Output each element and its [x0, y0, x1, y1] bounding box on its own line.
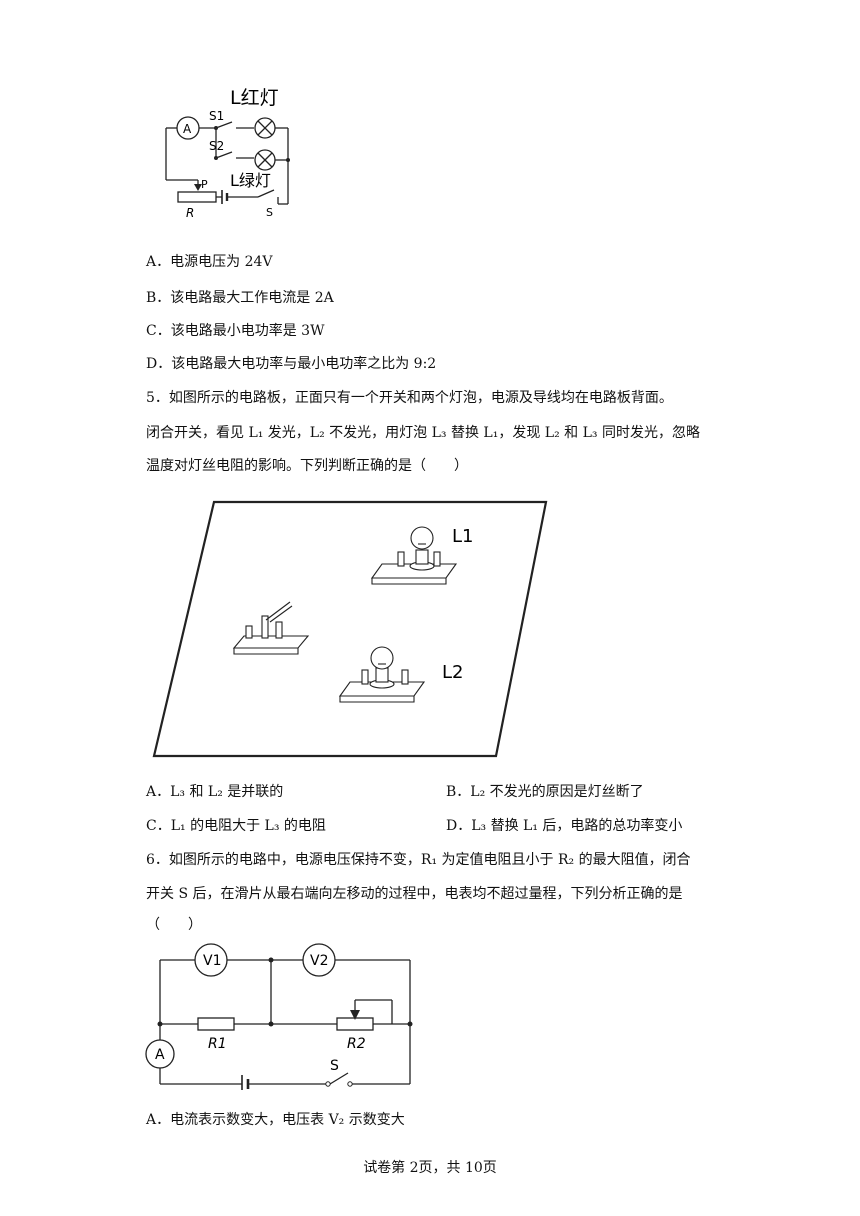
q5-option-b[interactable]: B．L₂ 不发光的原因是灯丝断了	[446, 782, 644, 802]
option-letter: D．	[446, 818, 472, 834]
option-text: 电源电压为 24V	[170, 254, 273, 270]
switch-label: S	[330, 1058, 339, 1074]
switch-s1-label: S1	[209, 109, 224, 123]
ammeter-label: A	[183, 122, 192, 136]
option-letter: B．	[446, 784, 471, 800]
lamp-l1-label: L1	[452, 526, 473, 547]
lamp-l2-label: L2	[442, 662, 463, 683]
rheostat-r2-label: R2	[347, 1036, 366, 1052]
q5-option-a[interactable]: A．L₃ 和 L₂ 是并联的	[146, 782, 283, 802]
q4-option-d[interactable]: D．该电路最大电功率与最小电功率之比为 9:2	[146, 354, 436, 374]
q5-stem-line-2: 闭合开关，看见 L₁ 发光，L₂ 不发光，用灯泡 L₃ 替换 L₁，发现 L₂ …	[146, 425, 700, 441]
resistor-r1-symbol	[197, 1017, 235, 1031]
lamp-l2	[338, 646, 426, 703]
circuit-board-figure: L1 L2	[152, 500, 548, 758]
q6-stem-line-3: （ ）	[146, 917, 202, 933]
q4-option-c[interactable]: C．该电路最小电功率是 3W	[146, 321, 324, 341]
knife-switch	[232, 601, 310, 655]
voltmeter-v2-label: V2	[310, 953, 328, 969]
q5-stem-line-1: 5．如图所示的电路板，正面只有一个开关和两个灯泡，电源及导线均在电路板背面。	[146, 390, 673, 406]
q5-option-c[interactable]: C．L₁ 的电阻大于 L₃ 的电阻	[146, 816, 326, 836]
green-lamp-label: L绿灯	[230, 171, 271, 190]
circuit-figure-lamps: A S1 S2 L红灯 L绿灯 P R S	[165, 87, 290, 220]
resistor-r1-label: R1	[208, 1036, 227, 1052]
option-text: 该电路最大电功率与最小电功率之比为 9:2	[171, 356, 437, 372]
main-switch-label: S	[266, 206, 273, 219]
option-letter: A．	[146, 1112, 171, 1128]
option-letter: A．	[146, 784, 171, 800]
circuit-board	[152, 500, 548, 758]
option-letter: A．	[146, 254, 171, 270]
option-letter: C．	[146, 818, 171, 834]
option-letter: B．	[146, 290, 171, 306]
lamp-l1	[370, 526, 458, 585]
q5-option-d[interactable]: D．L₃ 替换 L₁ 后，电路的总功率变小	[446, 816, 682, 836]
option-text: L₁ 的电阻大于 L₃ 的电阻	[170, 818, 326, 834]
red-lamp-label: L红灯	[230, 87, 279, 109]
page-footer: 试卷第 2页，共 10页	[363, 1160, 497, 1176]
slider-label: P	[201, 178, 208, 191]
option-text: L₃ 和 L₂ 是并联的	[170, 784, 284, 800]
option-text: 该电路最大工作电流是 2A	[170, 290, 334, 306]
q4-option-a[interactable]: A．电源电压为 24V	[146, 252, 273, 272]
rheostat-symbol	[177, 191, 217, 203]
q6-stem-line-1: 6．如图所示的电路中，电源电压保持不变，R₁ 为定值电阻且小于 R₂ 的最大阻值…	[146, 852, 691, 868]
q4-option-b[interactable]: B．该电路最大工作电流是 2A	[146, 288, 334, 308]
option-letter: D．	[146, 356, 172, 372]
option-text: 该电路最小电功率是 3W	[170, 323, 325, 339]
switch-s2-label: S2	[209, 139, 224, 153]
rheostat-label: R	[186, 206, 194, 220]
q6-option-a[interactable]: A．电流表示数变大，电压表 V₂ 示数变大	[146, 1110, 405, 1130]
ammeter-label: A	[155, 1047, 165, 1063]
q6-stem-line-2: 开关 S 后，在滑片从最右端向左移动的过程中，电表均不超过量程，下列分析正确的是	[146, 886, 683, 902]
voltmeter-v1-label: V1	[203, 953, 221, 969]
option-letter: C．	[146, 323, 171, 339]
q5-stem-line-3: 温度对灯丝电阻的影响。下列判断正确的是（ ）	[146, 458, 468, 474]
circuit-figure-voltmeters: V1 V2 R1 R2 A S	[145, 943, 413, 1090]
option-text: L₃ 替换 L₁ 后，电路的总功率变小	[471, 818, 683, 834]
option-text: L₂ 不发光的原因是灯丝断了	[470, 784, 644, 800]
option-text: 电流表示数变大，电压表 V₂ 示数变大	[170, 1112, 405, 1128]
